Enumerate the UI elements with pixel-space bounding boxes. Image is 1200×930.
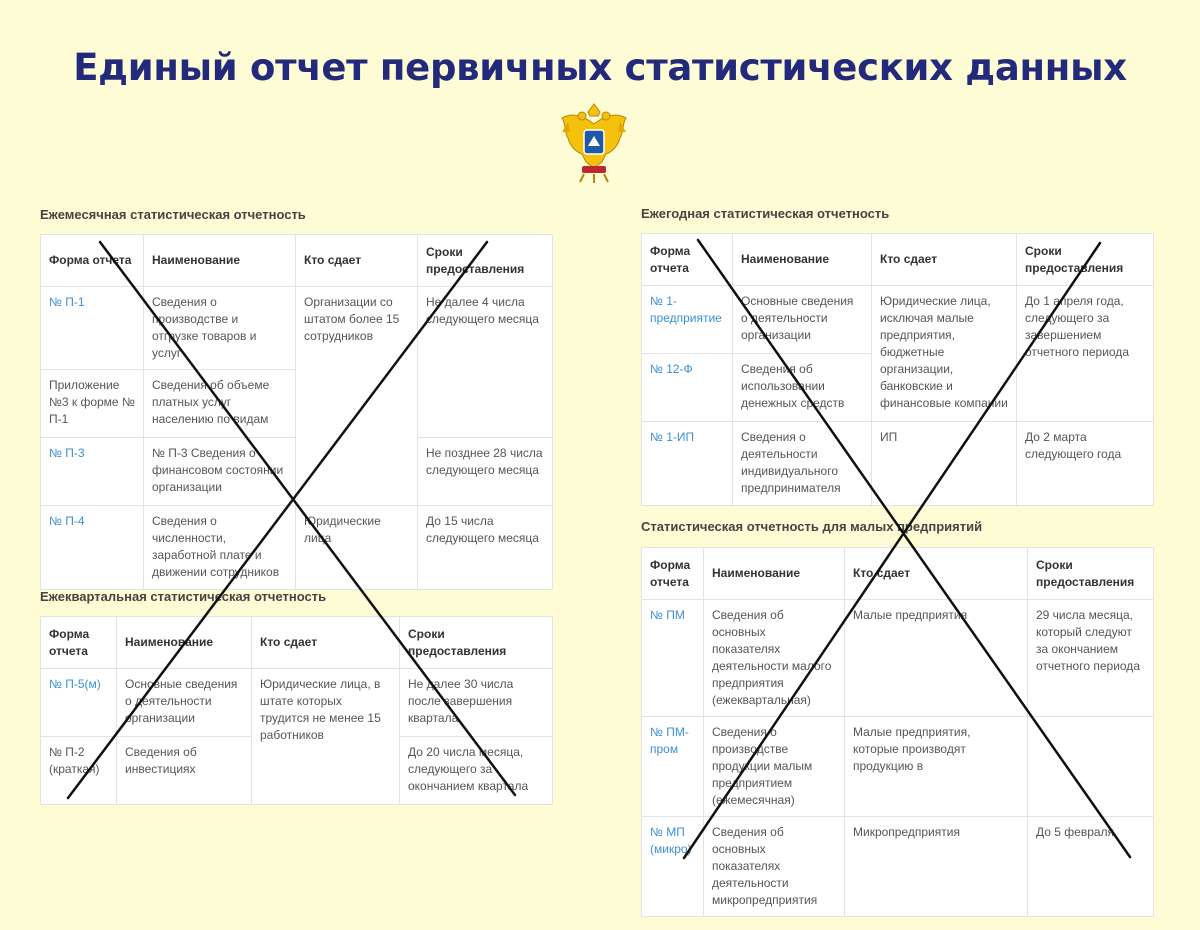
table-row: № 1-предприятие Основные сведения о деят… [641,285,1154,422]
who-cell: Организации со штатом более 15 сотрудник… [295,286,418,506]
column-header-name: Наименование [703,547,845,600]
form-link[interactable]: № П-1 [49,295,85,309]
form-name-cell: Сведения о деятельности индивидуального … [732,421,872,506]
form-cell: Приложение №3 к форме № П-1 [40,369,144,438]
table-row: № П-1 Сведения о производстве и отгрузке… [40,286,553,506]
column-header-who: Кто сдает [251,616,400,669]
column-header-form: Форма отчета [40,616,117,669]
double-headed-eagle-emblem-icon [561,103,627,183]
form-link[interactable]: № 12-Ф [650,362,693,376]
deadline-cell: Не далее 4 числа следующего месяца [417,286,553,438]
deadline-cell: Не позднее 28 числа следующего месяца [417,437,553,506]
column-header-form: Форма отчета [641,547,704,600]
form-name-cell: № П-3 Сведения о финансовом состоянии ор… [143,437,296,506]
form-link[interactable]: № П-5(м) [49,677,101,691]
form-name-cell: Сведения об использовании денежных средс… [732,353,872,422]
form-link[interactable]: № 1-предприятие [650,294,722,325]
form-link[interactable]: № МП (микро) [650,825,692,856]
column-header-form: Форма отчета [40,234,144,287]
column-header-who: Кто сдает [844,547,1028,600]
column-header-who: Кто сдает [295,234,418,287]
form-name-cell: Основные сведения о деятельности организ… [116,668,252,737]
deadline-cell: До 15 числа следующего месяца [417,505,553,590]
form-name-cell: Сведения об инвестициях [116,736,252,805]
who-cell: Малые предприятия [844,599,1028,717]
column-header-name: Наименование [732,233,872,286]
column-header-name: Наименование [143,234,296,287]
annual-report-table: Форма отчета Наименование Кто сдает Срок… [641,233,1154,506]
column-header-who: Кто сдает [871,233,1017,286]
quarterly-report-table: Форма отчета Наименование Кто сдает Срок… [40,616,553,805]
form-name-cell: Сведения об объеме платных услуг населен… [143,369,296,438]
deadline-cell: 29 числа месяца, который следуют за окон… [1027,599,1154,717]
who-cell: Юридические лица [295,505,418,590]
monthly-section-title: Ежемесячная статистическая отчетность [40,207,306,222]
table-row: № ПМ-пром Сведения о производстве продук… [641,716,1154,817]
form-name-cell: Сведения о производстве продукции малым … [703,716,845,817]
form-link[interactable]: № П-4 [49,514,85,528]
form-link[interactable]: № 1-ИП [650,430,695,444]
column-header-form: Форма отчета [641,233,733,286]
deadline-cell: До 2 марта следующего года [1016,421,1154,506]
who-cell: Малые предприятия, которые производят пр… [844,716,1028,817]
column-header-deadline: Сроки предоставления [1027,547,1154,600]
column-header-deadline: Сроки предоставления [1016,233,1154,286]
annual-section-title: Ежегодная статистическая отчетность [641,206,890,221]
form-name-cell: Сведения о производстве и отгрузке товар… [143,286,296,370]
deadline-cell: До 5 февраля [1027,816,1154,917]
deadline-cell: Не далее 30 числа после завершения кварт… [399,668,553,737]
small-section-title: Статистическая отчетность для малых пред… [641,519,983,534]
form-name-cell: Основные сведения о деятельности организ… [732,285,872,354]
form-link[interactable]: № ПМ-пром [650,725,689,756]
form-name-cell: Сведения об основных показателях деятель… [703,816,845,917]
deadline-cell [1027,716,1154,817]
page-title: Единый отчет первичных статистических да… [73,46,1127,89]
deadline-cell: До 20 числа месяца, следующего за оконча… [399,736,553,805]
form-name-cell: Сведения о численности, заработной плате… [143,505,296,590]
table-row: № 1-ИП Сведения о деятельности индивидуа… [641,421,1154,506]
table-row: № П-4 Сведения о численности, заработной… [40,505,553,590]
deadline-cell: До 1 апреля года, следующего за завершен… [1016,285,1154,422]
column-header-deadline: Сроки предоставления [399,616,553,669]
column-header-name: Наименование [116,616,252,669]
table-row: № МП (микро) Сведения об основных показа… [641,816,1154,917]
form-name-cell: Сведения об основных показателях деятель… [703,599,845,717]
table-row: № П-5(м) Основные сведения о деятельност… [40,668,553,805]
column-header-deadline: Сроки предоставления [417,234,553,287]
who-cell: Юридические лица, в штате которых трудит… [251,668,400,805]
form-link[interactable]: № П-3 [49,446,85,460]
who-cell: ИП [871,421,1017,506]
who-cell: Микропредприятия [844,816,1028,917]
monthly-report-table: Форма отчета Наименование Кто сдает Срок… [40,234,553,590]
form-cell: № П-2 (краткая) [40,736,117,805]
form-link[interactable]: № ПМ [650,608,685,622]
table-row: № ПМ Сведения об основных показателях де… [641,599,1154,717]
quarterly-section-title: Ежеквартальная статистическая отчетность [40,589,327,604]
small-report-table: Форма отчета Наименование Кто сдает Срок… [641,547,1154,917]
who-cell: Юридические лица, исключая малые предпри… [871,285,1017,422]
